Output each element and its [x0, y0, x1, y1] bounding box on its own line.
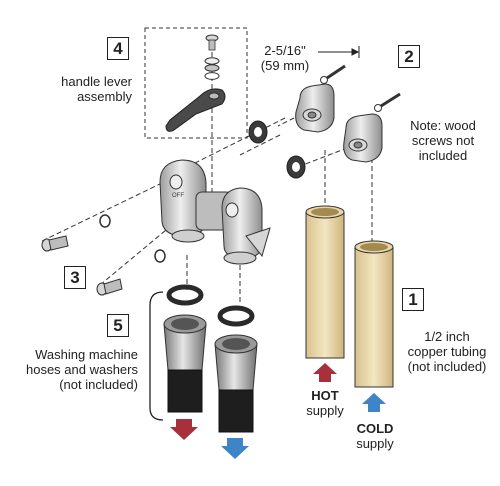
cold-wall-bracket-icon [343, 92, 401, 163]
cold-supply-arrow-icon [362, 393, 386, 412]
hot-hose-icon [163, 314, 207, 413]
dimension-marker [318, 46, 360, 58]
hot-supply-arrow-icon [313, 363, 337, 382]
valve-body-icon [159, 159, 271, 265]
callout-2-box: 2 [398, 45, 420, 68]
cold-supply-label: COLD supply [356, 421, 394, 451]
callout-3-box: 3 [64, 266, 86, 289]
hose-washer-icon [166, 284, 255, 327]
handle-lever-label: handle lever assembly [61, 74, 132, 104]
dimension-label: 2-5/16" (59 mm) [260, 43, 310, 73]
mounting-bolt-icon [41, 235, 123, 296]
valve-off-marking: OFF [172, 193, 184, 199]
cold-copper-tube-icon [354, 240, 394, 388]
hot-wall-bracket-icon [295, 64, 346, 133]
callout-1-box: 1 [402, 288, 424, 311]
wood-screws-note: Note: wood screws not included [410, 118, 476, 163]
hoses-washers-label: Washing machine hoses and washers (not i… [25, 347, 138, 392]
hot-supply-label: HOT supply [306, 388, 344, 418]
hot-copper-tube-icon [305, 205, 345, 359]
hot-outflow-arrow-icon [170, 419, 198, 440]
hoses-bracket [149, 291, 164, 421]
bracket-washer-icon [248, 120, 306, 179]
callout-5-box: 5 [107, 314, 129, 337]
handle-assembly-box [144, 27, 248, 139]
handle-lever-icon [165, 88, 226, 132]
side-washer-icon [99, 214, 166, 263]
handle-screw-icon [204, 34, 220, 80]
cold-outflow-arrow-icon [221, 438, 249, 459]
cold-hose-icon [214, 334, 258, 433]
callout-4-box: 4 [107, 37, 129, 60]
copper-tubing-label: 1/2 inch copper tubing (not included) [407, 329, 487, 374]
